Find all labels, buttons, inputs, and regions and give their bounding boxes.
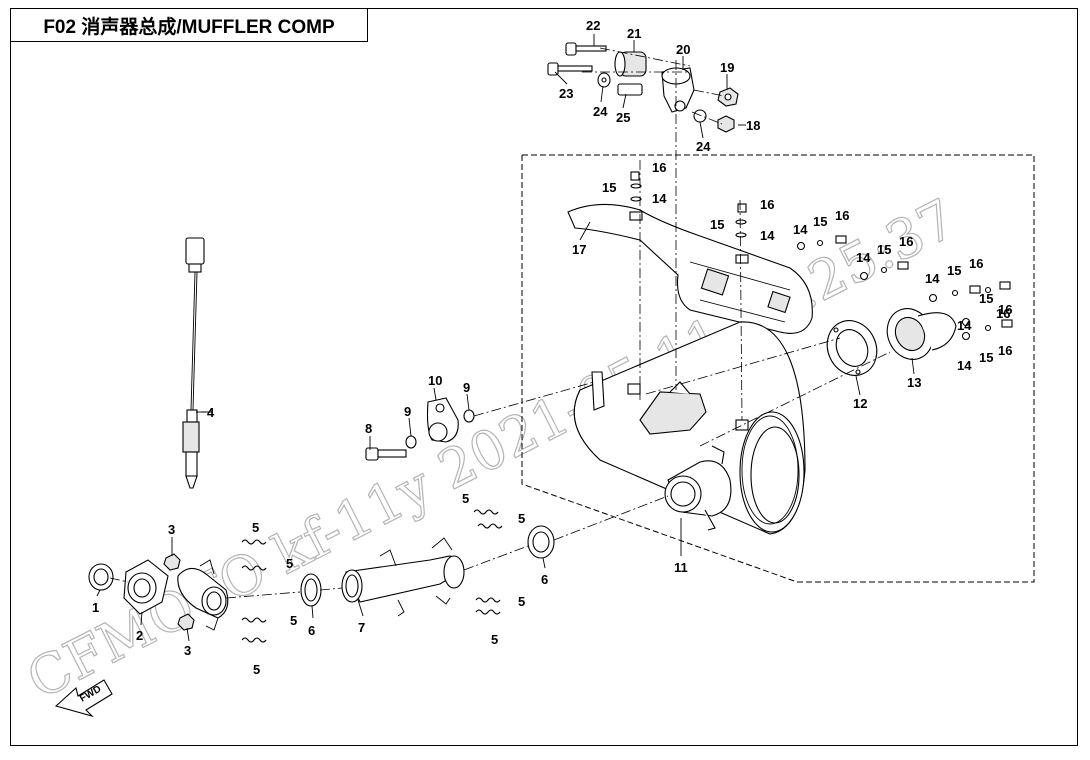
callout-5d: 5 [253, 662, 260, 677]
muffler-11 [573, 321, 806, 535]
gasket-6b [527, 525, 555, 559]
callout-17: 17 [572, 242, 586, 257]
callout-24b: 24 [696, 139, 711, 154]
callout-5f: 5 [518, 511, 525, 526]
callout-23: 23 [559, 86, 573, 101]
washer-9b [463, 409, 475, 423]
callout-16d: 16 [899, 234, 913, 249]
washer-9a [405, 435, 417, 449]
callout-3a: 3 [168, 522, 175, 537]
bolt-8 [365, 447, 407, 461]
callout-16e: 16 [969, 256, 983, 271]
callout-15c: 15 [813, 214, 827, 229]
end-cap-13 [886, 308, 957, 360]
callout-12: 12 [853, 396, 867, 411]
callout-21: 21 [627, 26, 641, 41]
callout-15f: 15 [979, 291, 993, 306]
callout-16a: 16 [652, 160, 666, 175]
gasket-1 [88, 563, 114, 591]
callout-15a: 15 [602, 180, 616, 195]
fwd-arrow: FWD [54, 679, 113, 718]
springs-5-right [473, 509, 503, 615]
callout-5b: 5 [286, 556, 293, 571]
callout-7: 7 [358, 620, 365, 635]
callout-15e: 15 [947, 263, 961, 278]
callout-1: 1 [92, 600, 99, 615]
nut-18 [717, 115, 735, 133]
callout-5c: 5 [290, 613, 297, 628]
spacer-25 [617, 83, 643, 96]
callouts: 22 21 20 19 23 24 25 18 24 16 15 14 16 1… [92, 18, 1012, 677]
callout-18: 18 [746, 118, 760, 133]
fasteners-14-15-16 [630, 171, 1013, 341]
assembly-lines [109, 47, 891, 599]
callout-16h: 16 [998, 302, 1012, 317]
callout-14g: 14 [957, 358, 972, 373]
flange-2 [123, 559, 169, 615]
callout-16g: 16 [998, 343, 1012, 358]
callout-3b: 3 [184, 643, 191, 658]
bolt-22 [565, 42, 607, 56]
assembly-boundary [521, 154, 1035, 583]
callout-22: 22 [586, 18, 600, 33]
callout-2: 2 [136, 628, 143, 643]
callout-9b: 9 [463, 380, 470, 395]
callout-14c: 14 [793, 222, 808, 237]
callout-14f: 14 [957, 318, 972, 333]
clamp-10 [426, 397, 459, 443]
callout-5h: 5 [491, 632, 498, 647]
title-box: F02 消声器总成/MUFFLER COMP [10, 8, 368, 42]
nut-19 [717, 87, 739, 107]
callout-14e: 14 [925, 271, 940, 286]
callout-9a: 9 [404, 404, 411, 419]
callout-14a: 14 [652, 191, 667, 206]
callout-6a: 6 [308, 623, 315, 638]
callout-14d: 14 [856, 250, 871, 265]
callout-24a: 24 [593, 104, 608, 119]
callout-11: 11 [674, 560, 688, 575]
callout-5a: 5 [252, 520, 259, 535]
callout-10: 10 [428, 373, 442, 388]
callout-15b: 15 [710, 217, 724, 232]
callout-14b: 14 [760, 228, 775, 243]
callout-20: 20 [676, 42, 690, 57]
oxygen-sensor-4 [182, 237, 205, 489]
callout-15g: 15 [979, 350, 993, 365]
gasket-12 [826, 320, 878, 376]
leader-lines [96, 34, 915, 642]
callout-15d: 15 [877, 242, 891, 257]
callout-4: 4 [207, 405, 215, 420]
gasket-6a [300, 573, 322, 607]
callout-16b: 16 [760, 197, 774, 212]
nut-3b [177, 613, 195, 631]
drawing-frame [10, 8, 1078, 746]
callout-16c: 16 [835, 208, 849, 223]
callout-5g: 5 [518, 594, 525, 609]
washer-24a [597, 72, 611, 88]
springs-5-left [241, 539, 267, 643]
washer-24b [693, 109, 707, 123]
callout-13: 13 [907, 375, 921, 390]
callout-25: 25 [616, 110, 630, 125]
mid-pipe-7 [341, 537, 465, 617]
callout-5e: 5 [462, 491, 469, 506]
callout-19: 19 [720, 60, 734, 75]
bolt-23 [547, 62, 593, 76]
nut-3a [163, 553, 181, 571]
bracket-20 [661, 67, 695, 113]
callout-6b: 6 [541, 572, 548, 587]
front-pipe [177, 559, 229, 631]
callout-8: 8 [365, 421, 372, 436]
diagram-title: F02 消声器总成/MUFFLER COMP [43, 16, 335, 38]
bushing-21 [614, 51, 647, 77]
callout-16f: 16 [996, 306, 1010, 321]
